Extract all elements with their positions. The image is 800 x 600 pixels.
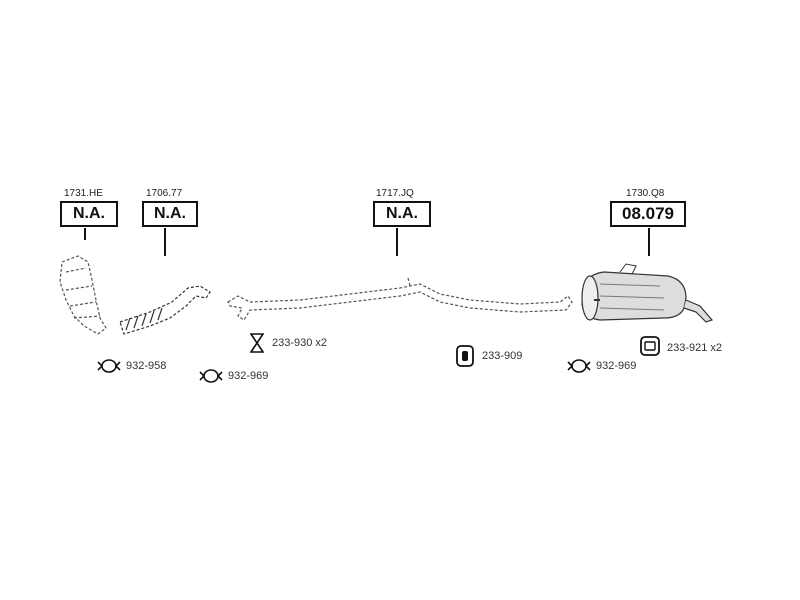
part-box-2[interactable]: N.A. — [142, 201, 198, 227]
accessory-code: 233-909 — [482, 350, 523, 362]
intermediate-pipe-drawing — [119, 285, 211, 335]
accessory-code: 233-930 x2 — [272, 337, 328, 349]
rubber-hanger-icon — [456, 345, 474, 367]
accessory-code: 932-958 — [126, 360, 167, 372]
accessory-code: 233-921 x2 — [667, 342, 723, 354]
part-ref-1: 1731.HE — [64, 188, 103, 199]
part-ref-3: 1717.JQ — [376, 188, 414, 199]
rubber-mount-icon — [250, 333, 264, 353]
clamp-icon — [199, 369, 223, 383]
rubber-block-icon — [640, 336, 660, 356]
accessory-code: 932-969 — [596, 360, 637, 372]
center-pipe-drawing — [227, 277, 573, 321]
accessory-code: 932-969 — [228, 370, 269, 382]
clamp-icon — [97, 359, 121, 373]
clamp-icon — [567, 359, 591, 373]
part-ref-2: 1706.77 — [146, 188, 183, 199]
leader-line-4 — [648, 228, 650, 256]
rear-silencer-drawing — [581, 263, 714, 323]
part-box-1[interactable]: N.A. — [60, 201, 118, 227]
catalytic-converter-drawing — [59, 255, 107, 335]
leader-line-1 — [84, 228, 86, 240]
part-box-3[interactable]: N.A. — [373, 201, 431, 227]
leader-line-2 — [164, 228, 166, 256]
part-ref-4: 1730.Q8 — [626, 188, 665, 199]
leader-line-3 — [396, 228, 398, 256]
part-box-4[interactable]: 08.079 — [610, 201, 686, 227]
